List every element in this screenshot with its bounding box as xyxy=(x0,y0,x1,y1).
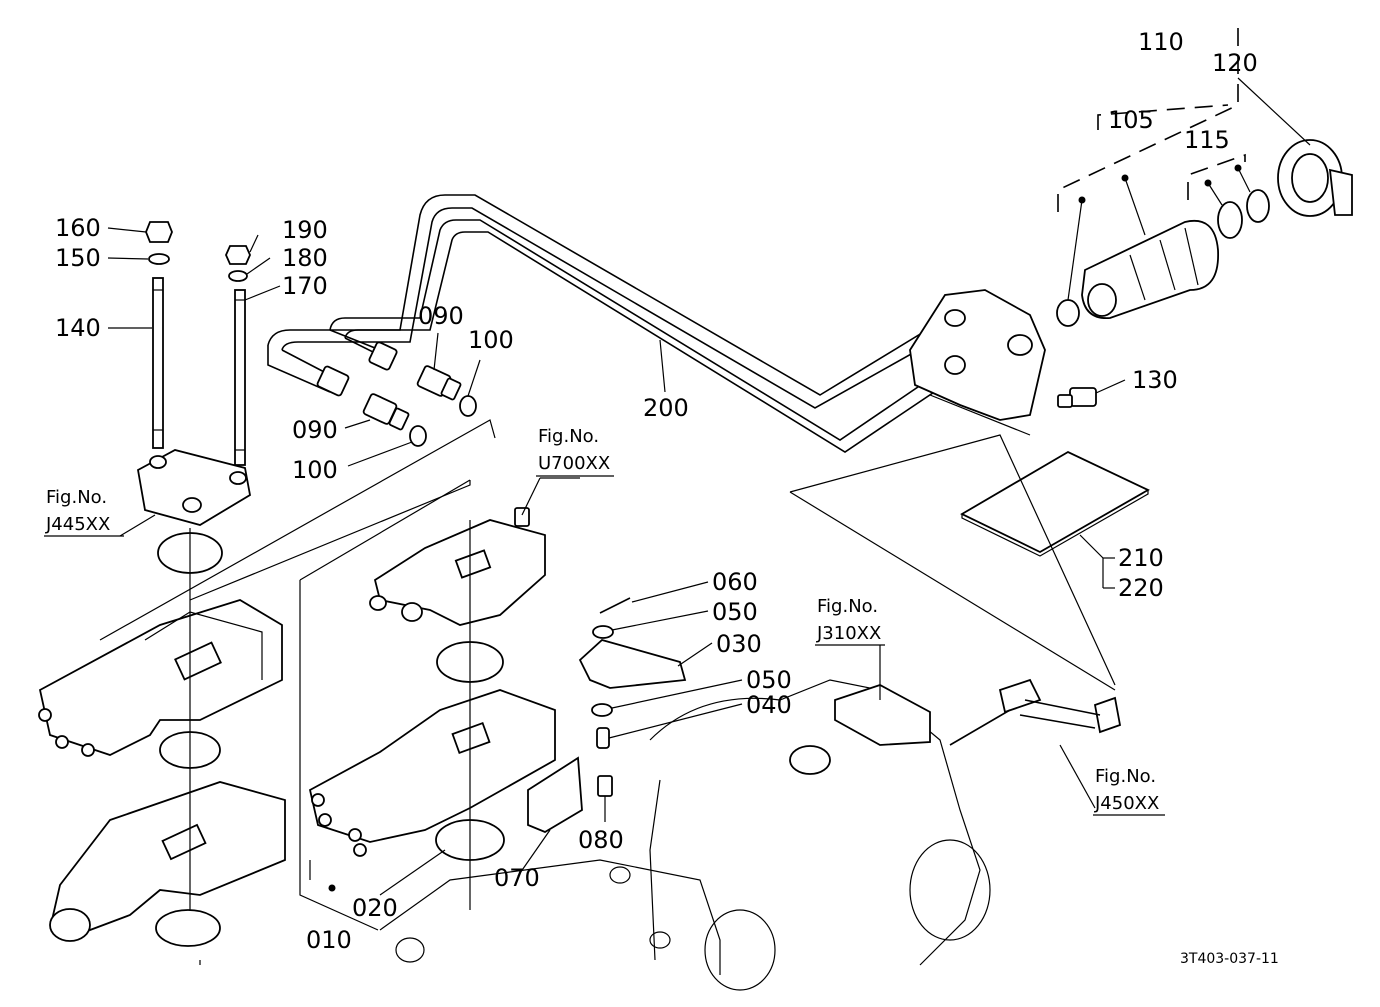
label-130: 130 xyxy=(1132,366,1178,394)
bracket-070 xyxy=(527,756,583,834)
label-080: 080 xyxy=(578,826,624,854)
label-115: 115 xyxy=(1184,126,1230,154)
oil-filter-cartridge xyxy=(1081,220,1219,319)
fig-ref-caption-u700: Fig.No. xyxy=(538,426,599,447)
label-040: 040 xyxy=(746,691,792,719)
o-ring-115-b xyxy=(1246,189,1270,223)
label-050-lower: 050 xyxy=(746,666,792,694)
figure-references: Fig.No. J445XX Fig.No. U700XX Fig.No. J3… xyxy=(44,426,1165,816)
label-090-upper: 090 xyxy=(418,302,464,330)
bracket-105 xyxy=(1097,104,1229,130)
label-110: 110 xyxy=(1138,28,1184,56)
filter-flange-block xyxy=(909,289,1046,421)
label-070: 070 xyxy=(494,864,540,892)
dot-marker xyxy=(328,884,336,892)
washer-150 xyxy=(148,253,170,265)
o-ring-105 xyxy=(1056,299,1080,327)
label-190: 190 xyxy=(282,216,328,244)
bolt-080 xyxy=(597,775,613,797)
bracket-pipe-J450 xyxy=(949,678,1122,746)
label-020: 020 xyxy=(352,894,398,922)
fig-ref-caption-j310: Fig.No. xyxy=(817,596,878,617)
o-ring-115-a xyxy=(1217,201,1243,239)
control-valve-lower-left xyxy=(49,781,286,942)
washer-050-upper xyxy=(592,625,614,639)
label-010: 010 xyxy=(306,926,352,954)
valve-cover-plate xyxy=(137,449,251,526)
fitting-090-lower xyxy=(316,365,410,431)
label-180: 180 xyxy=(282,244,328,272)
label-030: 030 xyxy=(716,630,762,658)
valve-section-upper-center xyxy=(369,507,546,626)
label-050-upper: 050 xyxy=(712,598,758,626)
label-105: 105 xyxy=(1108,106,1154,134)
o-ring-100-upper xyxy=(459,395,477,417)
washer-180 xyxy=(228,270,248,282)
fig-ref-code-u700: U700XX xyxy=(538,453,610,474)
label-100-lower: 100 xyxy=(292,456,338,484)
label-220: 220 xyxy=(1118,574,1164,602)
hydraulic-pipe-200 xyxy=(267,194,1000,453)
label-060: 060 xyxy=(712,568,758,596)
control-valve-010 xyxy=(308,689,556,857)
label-200: 200 xyxy=(643,394,689,422)
fig-ref-code-j445: J445XX xyxy=(45,514,110,535)
stud-bolt-140 xyxy=(152,277,164,449)
pin-040 xyxy=(596,727,610,749)
label-140: 140 xyxy=(55,314,101,342)
fig-ref-code-j450: J450XX xyxy=(1094,793,1159,814)
label-090-lower: 090 xyxy=(292,416,338,444)
fitting-090-upper xyxy=(368,341,462,401)
label-170: 170 xyxy=(282,272,328,300)
o-ring-lower-left xyxy=(155,909,221,947)
filter-clamp-120 xyxy=(1277,139,1353,217)
label-120: 120 xyxy=(1212,49,1258,77)
control-valve-upper-left xyxy=(38,599,283,757)
label-100-upper: 100 xyxy=(468,326,514,354)
part-labels: 160 150 140 190 180 170 090 100 090 100 … xyxy=(55,28,1258,954)
reference-lines xyxy=(99,394,1116,965)
fig-ref-caption-j445: Fig.No. xyxy=(46,487,107,508)
stud-bolt-170 xyxy=(234,289,246,466)
label-150: 150 xyxy=(55,244,101,272)
nut-160 xyxy=(145,221,173,243)
bracket-115 xyxy=(1187,153,1246,200)
o-ring-100-lower xyxy=(409,425,427,447)
washer-050-lower xyxy=(591,703,613,717)
cotter-pin-060 xyxy=(599,597,631,614)
fig-ref-caption-j450: Fig.No. xyxy=(1095,766,1156,787)
leader-lines xyxy=(107,77,1311,896)
label-210: 210 xyxy=(1118,544,1164,572)
drawing-code: 3T403-037-11 xyxy=(1180,951,1279,967)
plug-130 xyxy=(1057,387,1097,408)
bracket-110 xyxy=(1057,28,1239,212)
manual-sheet-210 xyxy=(960,450,1150,557)
nut-190 xyxy=(225,245,251,265)
label-160: 160 xyxy=(55,214,101,242)
fig-ref-code-j310: J310XX xyxy=(816,623,881,644)
lever-030 xyxy=(578,638,687,689)
